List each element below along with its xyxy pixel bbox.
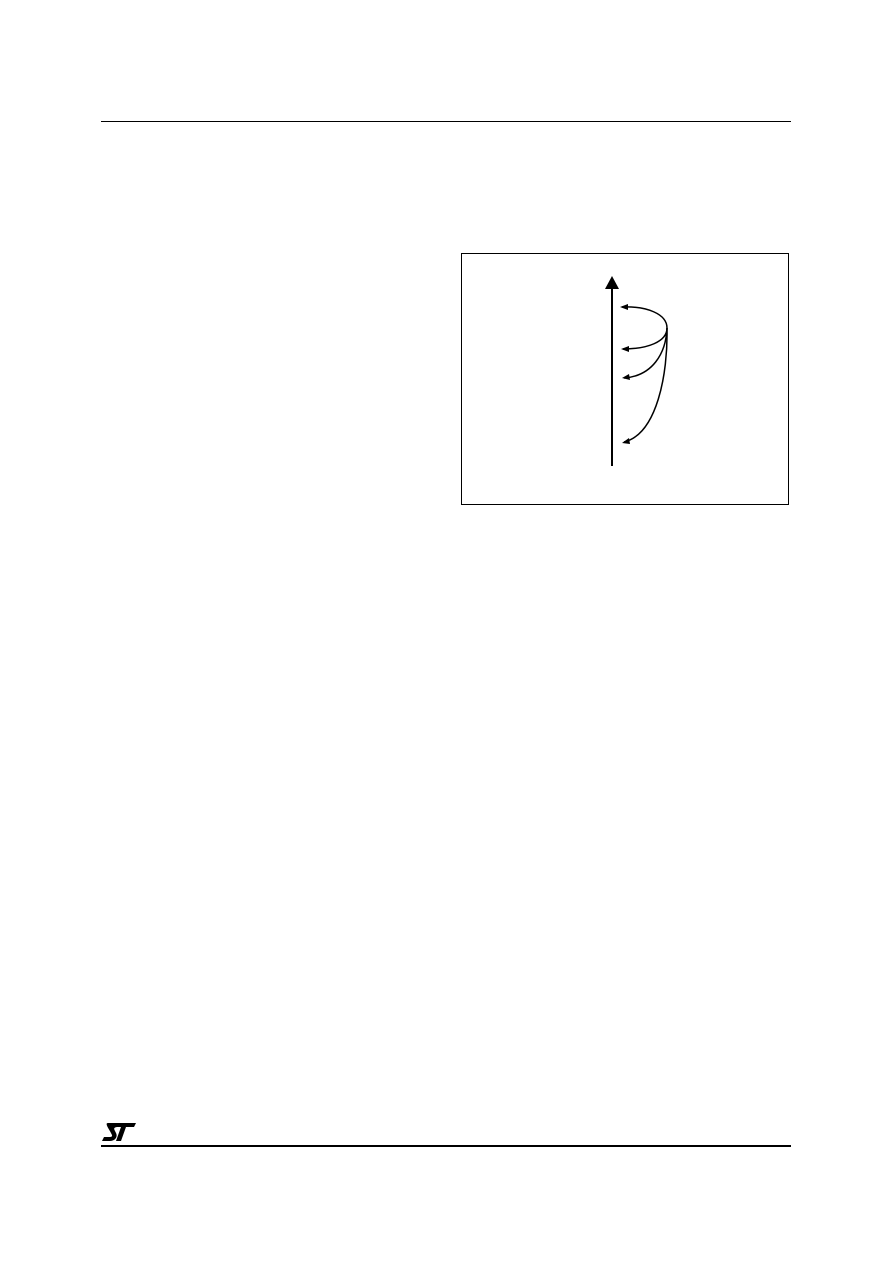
footer-rule xyxy=(101,1145,791,1147)
curve-arrow-4-head-icon xyxy=(622,438,630,444)
curve-arrow-1 xyxy=(621,306,668,329)
curve-arrow-4 xyxy=(623,327,668,443)
curve-arrow-2-head-icon xyxy=(621,346,629,352)
curve-arrow-3-head-icon xyxy=(622,374,630,380)
figure-frame xyxy=(461,253,789,505)
header-rule xyxy=(101,121,791,122)
curve-arrow-1-head-icon xyxy=(620,304,628,310)
curve-arrow-2 xyxy=(622,327,668,350)
axis-arrowhead-icon xyxy=(605,276,619,289)
curve-arrow-3 xyxy=(623,327,668,379)
trajectory-diagram xyxy=(605,276,668,466)
st-logo-icon xyxy=(102,1121,138,1143)
